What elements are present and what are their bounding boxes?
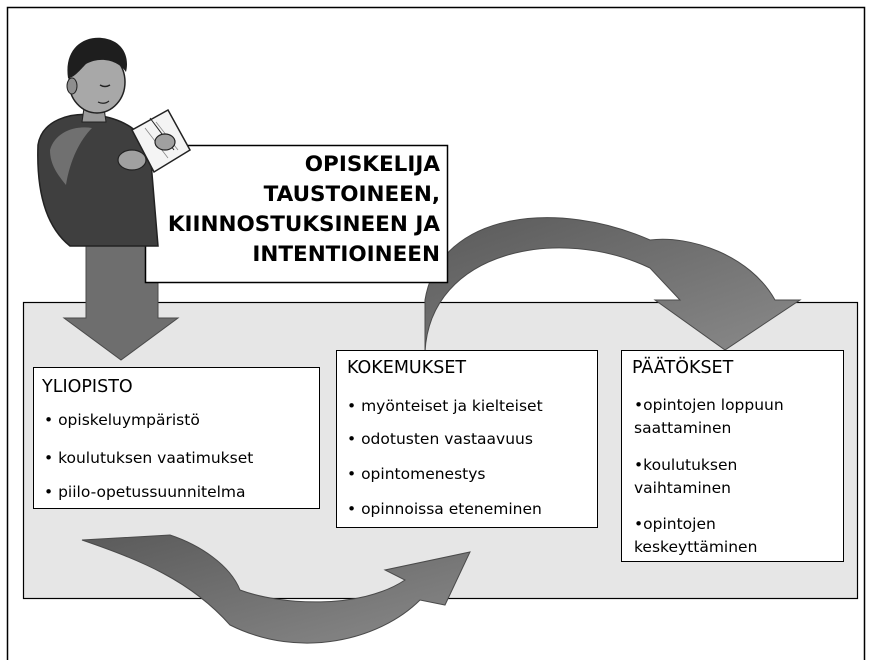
paatokset-item: •opintojen loppuun <box>634 396 784 414</box>
kokemukset-title: KOKEMUKSET <box>347 358 467 378</box>
paatokset-item: •opintojen <box>634 515 716 533</box>
yliopisto-item: • piilo-opetussuunnitelma <box>44 483 246 501</box>
paatokset-title: PÄÄTÖKSET <box>632 358 734 378</box>
student-label-line: KIINNOSTUKSINEEN JA <box>167 212 440 237</box>
paatokset-item-cont: vaihtaminen <box>634 479 731 497</box>
kokemukset-item: • myönteiset ja kielteiset <box>347 397 543 415</box>
paatokset-item-cont: keskeyttäminen <box>634 538 758 556</box>
paatokset-box: PÄÄTÖKSET •opintojen loppuun saattaminen… <box>621 350 844 562</box>
person-reading-book-icon <box>37 37 192 247</box>
kokemukset-item: • opinnoissa eteneminen <box>347 500 542 518</box>
paatokset-item: •koulutuksen <box>634 456 738 474</box>
yliopisto-box: YLIOPISTO • opiskeluympäristö • koulutuk… <box>33 367 320 509</box>
kokemukset-box: KOKEMUKSET • myönteiset ja kielteiset • … <box>336 350 598 528</box>
student-label-line: INTENTIOINEEN <box>252 242 440 267</box>
yliopisto-item: • koulutuksen vaatimukset <box>44 449 254 467</box>
student-label-line: TAUSTOINEEN, <box>263 182 440 207</box>
yliopisto-title: YLIOPISTO <box>42 377 133 397</box>
student-label-box <box>144 144 449 284</box>
student-label: OPISKELIJA TAUSTOINEEN, KIINNOSTUKSINEEN… <box>150 150 440 270</box>
paatokset-item-cont: saattaminen <box>634 419 732 437</box>
kokemukset-item: • odotusten vastaavuus <box>347 430 533 448</box>
kokemukset-item: • opintomenestys <box>347 465 486 483</box>
bottom-curved-arrow <box>81 534 471 644</box>
student-label-line: OPISKELIJA <box>304 152 440 177</box>
outer-border <box>6 6 866 660</box>
top-curved-arrow <box>424 217 802 353</box>
yliopisto-item: • opiskeluympäristö <box>44 411 200 429</box>
